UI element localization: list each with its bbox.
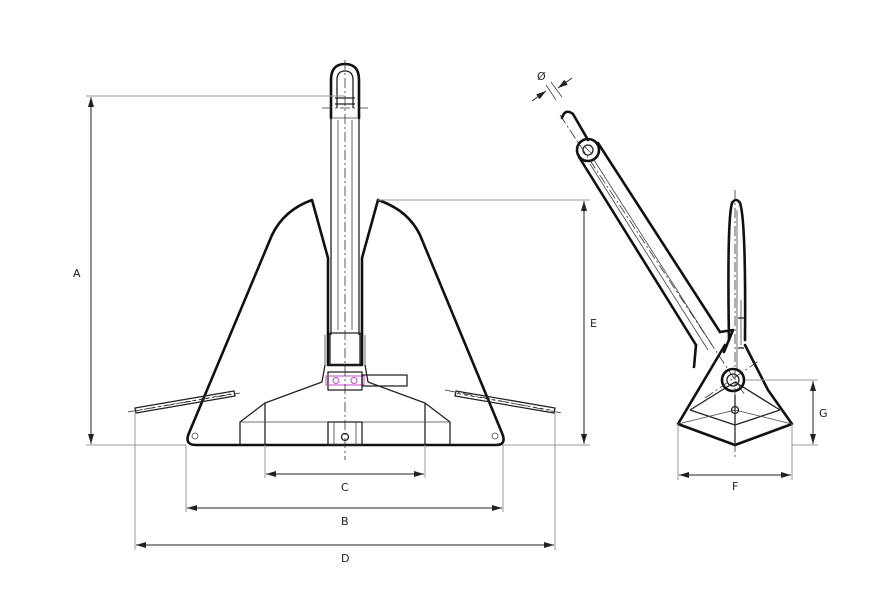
fluke-outline [186, 198, 505, 447]
dim-label-e: E [590, 317, 597, 330]
dim-label-b: B [341, 515, 349, 528]
side-fluke-body [676, 190, 794, 458]
dim-label-g: G [819, 407, 828, 420]
side-shank [559, 110, 746, 396]
shank [324, 62, 366, 366]
dim-label-a: A [73, 267, 81, 280]
dim-label-c: C [341, 481, 349, 494]
dim-label-f: F [732, 480, 738, 493]
front-view [127, 60, 563, 460]
dimensions-side: F G [677, 379, 828, 493]
dim-label-d: D [341, 552, 349, 565]
hub [191, 364, 499, 446]
stabilizer-left [127, 390, 241, 414]
side-view: Ø [531, 70, 794, 458]
diameter-indicator: Ø [531, 70, 573, 102]
side-fluke-blade [727, 198, 747, 370]
dimensions-front: A E C B D [73, 95, 597, 565]
stabilizer-right [444, 389, 563, 414]
dim-label-diameter: Ø [537, 70, 546, 83]
